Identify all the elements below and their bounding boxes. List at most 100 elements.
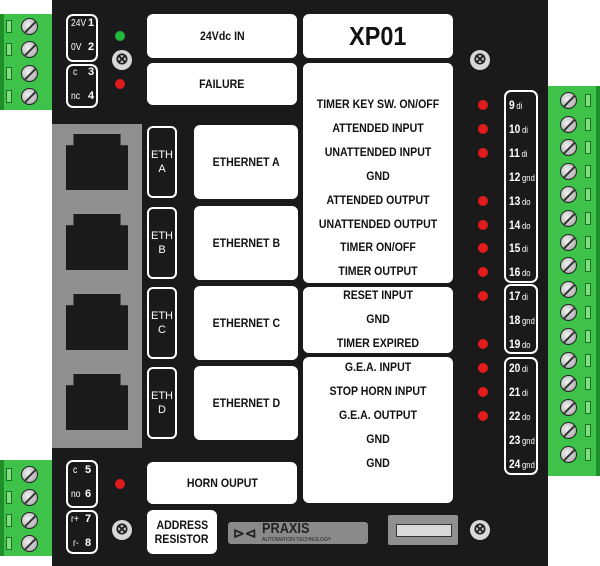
terminal-tab: [585, 117, 591, 131]
terminal-screw-1[interactable]: [21, 18, 38, 35]
terminal-screw-17[interactable]: [560, 280, 577, 298]
praxis-logo-text: PRAXIS: [262, 520, 310, 537]
io-led: [478, 291, 488, 302]
terminal-screw-9[interactable]: [560, 92, 577, 109]
pin-number: 5: [85, 464, 92, 476]
power-label-box: 24Vdc IN: [147, 14, 297, 58]
io-label: TIMER ON/OFF: [340, 240, 416, 255]
terminal-tab: [585, 164, 591, 178]
terminal-screw-20[interactable]: [560, 351, 577, 369]
terminal-screw-21[interactable]: [560, 375, 577, 393]
io-label: GND: [366, 455, 390, 470]
power-label: 24Vdc IN: [199, 29, 245, 43]
io-label: TIMER OUTPUT: [338, 264, 418, 279]
io-type: di: [521, 148, 528, 159]
rj45-port[interactable]: [66, 374, 128, 430]
ethernet-label: ETHERNET A: [212, 155, 280, 169]
ethernet-label: ETHERNET B: [212, 236, 280, 250]
io-number: 17: [509, 289, 521, 304]
pin-label: r-: [73, 538, 79, 549]
praxis-logo-mark: ⊳⊲: [233, 525, 257, 541]
mounting-screw-icon: ⊗: [112, 520, 132, 540]
terminal-screw-6[interactable]: [21, 489, 38, 506]
io-led: [478, 100, 488, 110]
eth-tag-letter: C: [158, 324, 166, 336]
terminal-screw-18[interactable]: [560, 304, 577, 322]
terminal-screw-24[interactable]: [560, 446, 577, 463]
pin-label: c: [73, 465, 78, 476]
io-led: [478, 123, 488, 134]
io-led: [478, 362, 488, 373]
io-number: 14: [509, 217, 521, 232]
address-label: ADDRESS: [156, 518, 208, 532]
eth-tag-letter: A: [158, 163, 166, 175]
io-number: 18: [509, 313, 521, 328]
pin-group-resistor: [66, 510, 98, 554]
terminal-screw-14[interactable]: [560, 210, 577, 227]
terminal-screw-22[interactable]: [560, 398, 577, 416]
io-type: do: [522, 196, 531, 207]
io-number: 13: [509, 193, 521, 208]
model-label-box: XP01: [303, 14, 453, 58]
io-led: [478, 410, 488, 421]
terminal-tab: [585, 377, 591, 391]
ethernet-label-box: ETHERNET B: [194, 206, 298, 280]
terminal-screw-3[interactable]: [21, 65, 38, 82]
failure-led: [115, 79, 125, 89]
terminal-screw-13[interactable]: [560, 186, 577, 204]
model-label: XP01: [349, 20, 407, 51]
io-label: G.E.A. INPUT: [344, 359, 412, 374]
terminal-screw-19[interactable]: [560, 328, 577, 345]
eth-tag-line: ETH: [151, 149, 173, 161]
terminal-screw-5[interactable]: [21, 466, 38, 483]
io-number: 20: [509, 360, 521, 375]
io-terminal-group-3: [504, 357, 538, 475]
pin-group-power: [66, 14, 98, 62]
io-label: UNATTENDED OUTPUT: [318, 216, 438, 231]
terminal-screw-8[interactable]: [21, 535, 38, 552]
terminal-tab: [585, 282, 591, 296]
terminal-tab: [6, 514, 12, 527]
right-terminal-edge: [596, 86, 600, 476]
terminal-screw-10[interactable]: [560, 115, 577, 133]
ethernet-label: ETHERNET C: [212, 316, 280, 330]
ethernet-label-box: ETHERNET D: [194, 366, 298, 440]
io-label: UNATTENDED INPUT: [324, 144, 432, 159]
ethernet-label: ETHERNET D: [212, 396, 280, 410]
horn-label: HORN OUPUT: [186, 476, 258, 490]
rj45-port[interactable]: [66, 214, 128, 270]
terminal-tab: [585, 235, 591, 249]
eth-tag-letter: D: [158, 404, 166, 416]
mounting-screw-icon: ⊗: [112, 50, 132, 70]
terminal-tab: [585, 212, 591, 225]
terminal-tab: [6, 90, 12, 103]
pin-number: 7: [85, 513, 92, 525]
io-terminal-group-2: [504, 284, 538, 354]
terminal-screw-7[interactable]: [21, 512, 38, 529]
terminal-screw-4[interactable]: [21, 88, 38, 105]
io-number: 12: [509, 169, 521, 184]
io-led: [478, 147, 488, 158]
terminal-screw-12[interactable]: [560, 162, 577, 180]
pin-label: nc: [71, 91, 80, 102]
io-led: [478, 386, 488, 397]
io-label: TIMER EXPIRED: [336, 336, 420, 350]
pin-group-horn: [66, 460, 98, 508]
ethernet-label-box: ETHERNET C: [194, 286, 298, 360]
terminal-screw-16[interactable]: [560, 257, 577, 275]
terminal-screw-2[interactable]: [21, 41, 38, 58]
terminal-screw-11[interactable]: [560, 139, 577, 157]
terminal-screw-15[interactable]: [560, 233, 577, 251]
rj45-port[interactable]: [66, 134, 128, 190]
terminal-screw-23[interactable]: [560, 422, 577, 440]
mounting-screw-icon: ⊗: [470, 520, 490, 540]
io-led: [478, 267, 488, 278]
io-number: 24: [509, 456, 521, 471]
rj45-port[interactable]: [66, 294, 128, 350]
mounting-screw-icon: ⊗: [470, 50, 490, 70]
io-type: gnd: [522, 316, 535, 327]
